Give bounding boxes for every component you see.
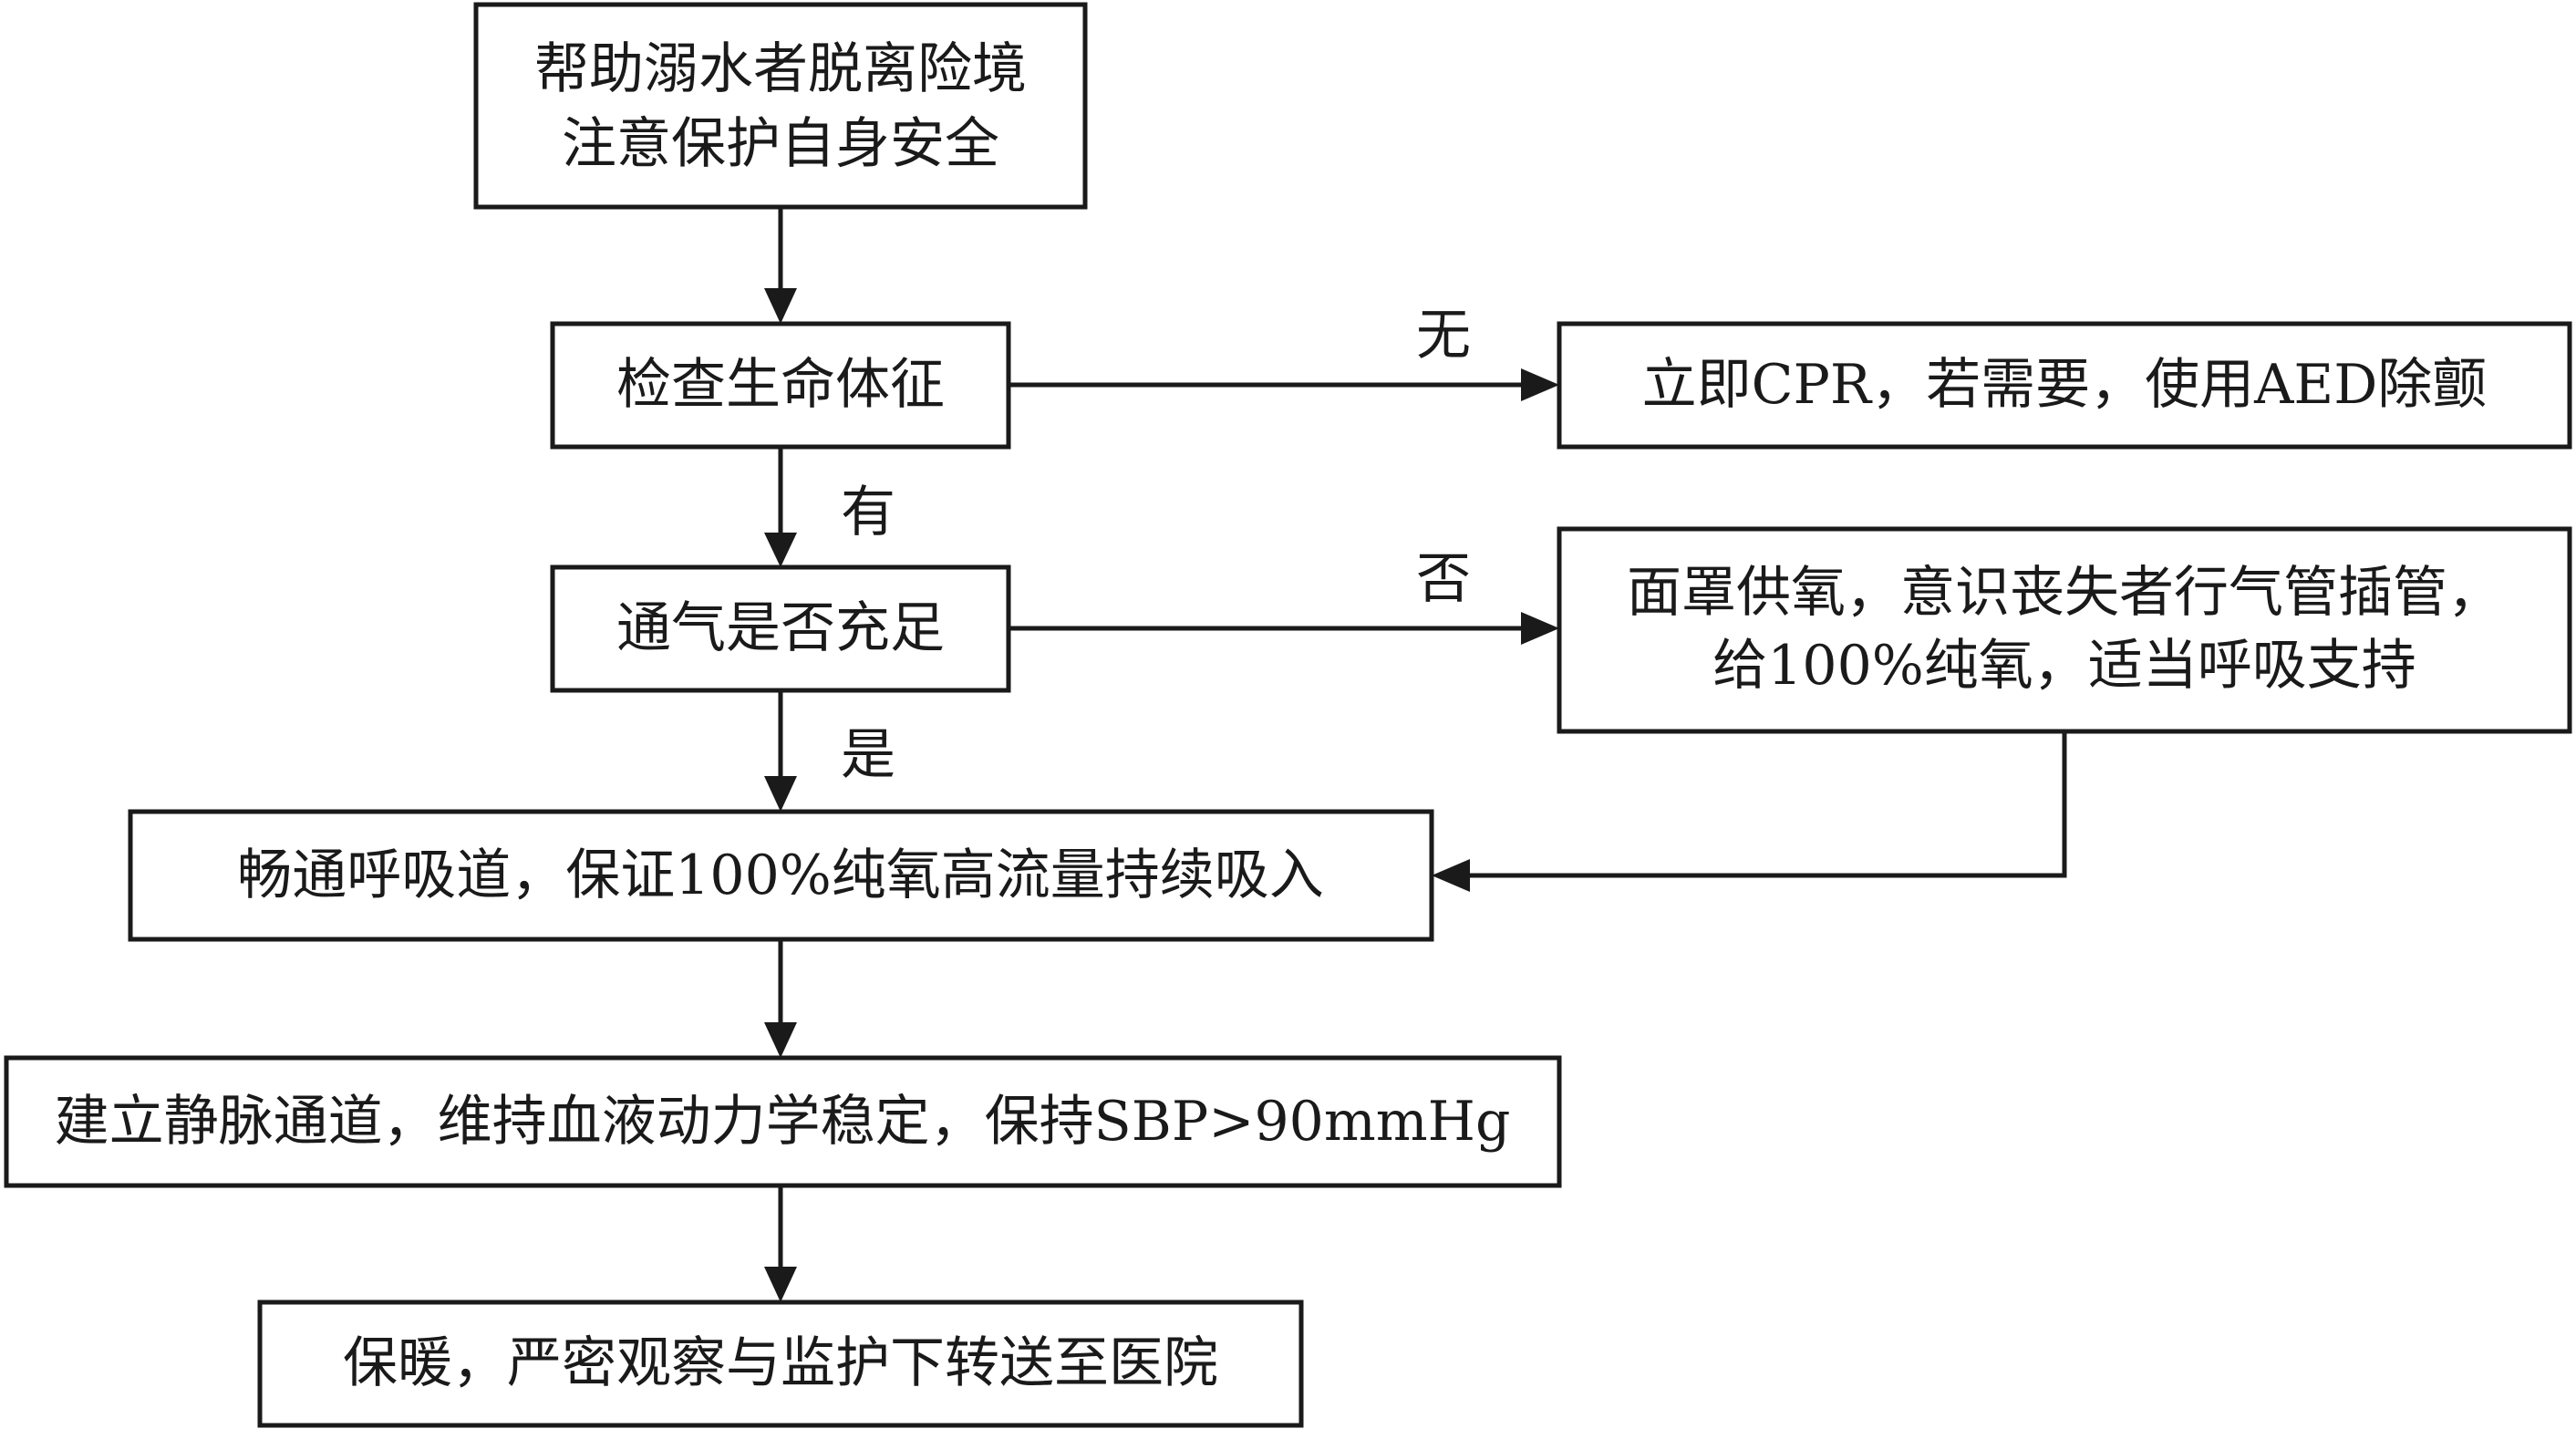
node-airway: 畅通呼吸道，保证100%纯氧高流量持续吸入 xyxy=(128,809,1434,942)
node-iv-access: 建立静脉通道，维持血液动力学稳定，保持SBP>90mmHg xyxy=(4,1055,1562,1188)
node-check-vitals: 检查生命体征 xyxy=(550,321,1011,450)
arrow-head-icon xyxy=(764,1267,797,1302)
node-transport: 保暖，严密观察与监护下转送至医院 xyxy=(257,1300,1304,1428)
edge-label-present: 有 xyxy=(841,481,895,544)
edge-ventilation-to-oxygen xyxy=(1009,612,1559,645)
node-rescue-line1: 帮助溺水者脱离险境 xyxy=(534,37,1027,101)
node-transport-box xyxy=(257,1300,1304,1428)
node-rescue: 帮助溺水者脱离险境 注意保护自身安全 xyxy=(473,2,1088,210)
node-ventilation: 通气是否充足 xyxy=(550,564,1011,693)
edge-iv-to-transport xyxy=(764,1186,797,1302)
arrow-head-icon xyxy=(764,288,797,324)
edge-check-to-cpr xyxy=(1009,368,1559,401)
node-oxygen-support: 面罩供氧，意识丧失者行气管插管， 给100%纯氧，适当呼吸支持 xyxy=(1557,526,2572,734)
node-check-vitals-text: 检查生命体征 xyxy=(616,353,945,417)
arrow-head-icon xyxy=(1521,368,1559,401)
node-airway-text: 畅通呼吸道，保证100%纯氧高流量持续吸入 xyxy=(237,844,1324,907)
node-oxygen-support-line2: 给100%纯氧，适当呼吸支持 xyxy=(1712,634,2416,698)
edge-ventilation-to-airway xyxy=(764,690,797,812)
edge-label-yes: 是 xyxy=(841,723,895,787)
node-rescue-box xyxy=(473,2,1088,210)
node-rescue-line2: 注意保护自身安全 xyxy=(562,112,999,176)
edge-airway-to-iv xyxy=(764,939,797,1058)
node-cpr-box xyxy=(1557,321,2572,450)
edge-label-no: 否 xyxy=(1416,547,1471,611)
arrow-head-icon xyxy=(1521,612,1559,645)
node-oxygen-support-box xyxy=(1557,526,2572,734)
node-transport-text: 保暖，严密观察与监护下转送至医院 xyxy=(343,1331,1218,1395)
arrow-head-icon xyxy=(1432,859,1470,892)
edge-label-none: 无 xyxy=(1416,304,1471,368)
node-oxygen-support-line1: 面罩供氧，意识丧失者行气管插管， xyxy=(1627,561,2502,625)
node-ventilation-text: 通气是否充足 xyxy=(616,596,945,660)
edge-check-to-ventilation xyxy=(764,447,797,567)
edge-rescue-to-check xyxy=(764,207,797,324)
node-cpr: 立即CPR，若需要，使用AED除颤 xyxy=(1557,321,2572,450)
node-iv-access-text: 建立静脉通道，维持血液动力学稳定，保持SBP>90mmHg xyxy=(55,1090,1511,1154)
node-cpr-text: 立即CPR，若需要，使用AED除颤 xyxy=(1642,353,2488,417)
edge-oxygen-to-airway xyxy=(1432,731,2067,892)
arrow-head-icon xyxy=(764,776,797,812)
arrow-head-icon xyxy=(764,1022,797,1058)
node-check-vitals-box xyxy=(550,321,1011,450)
arrow-head-icon xyxy=(764,533,797,567)
